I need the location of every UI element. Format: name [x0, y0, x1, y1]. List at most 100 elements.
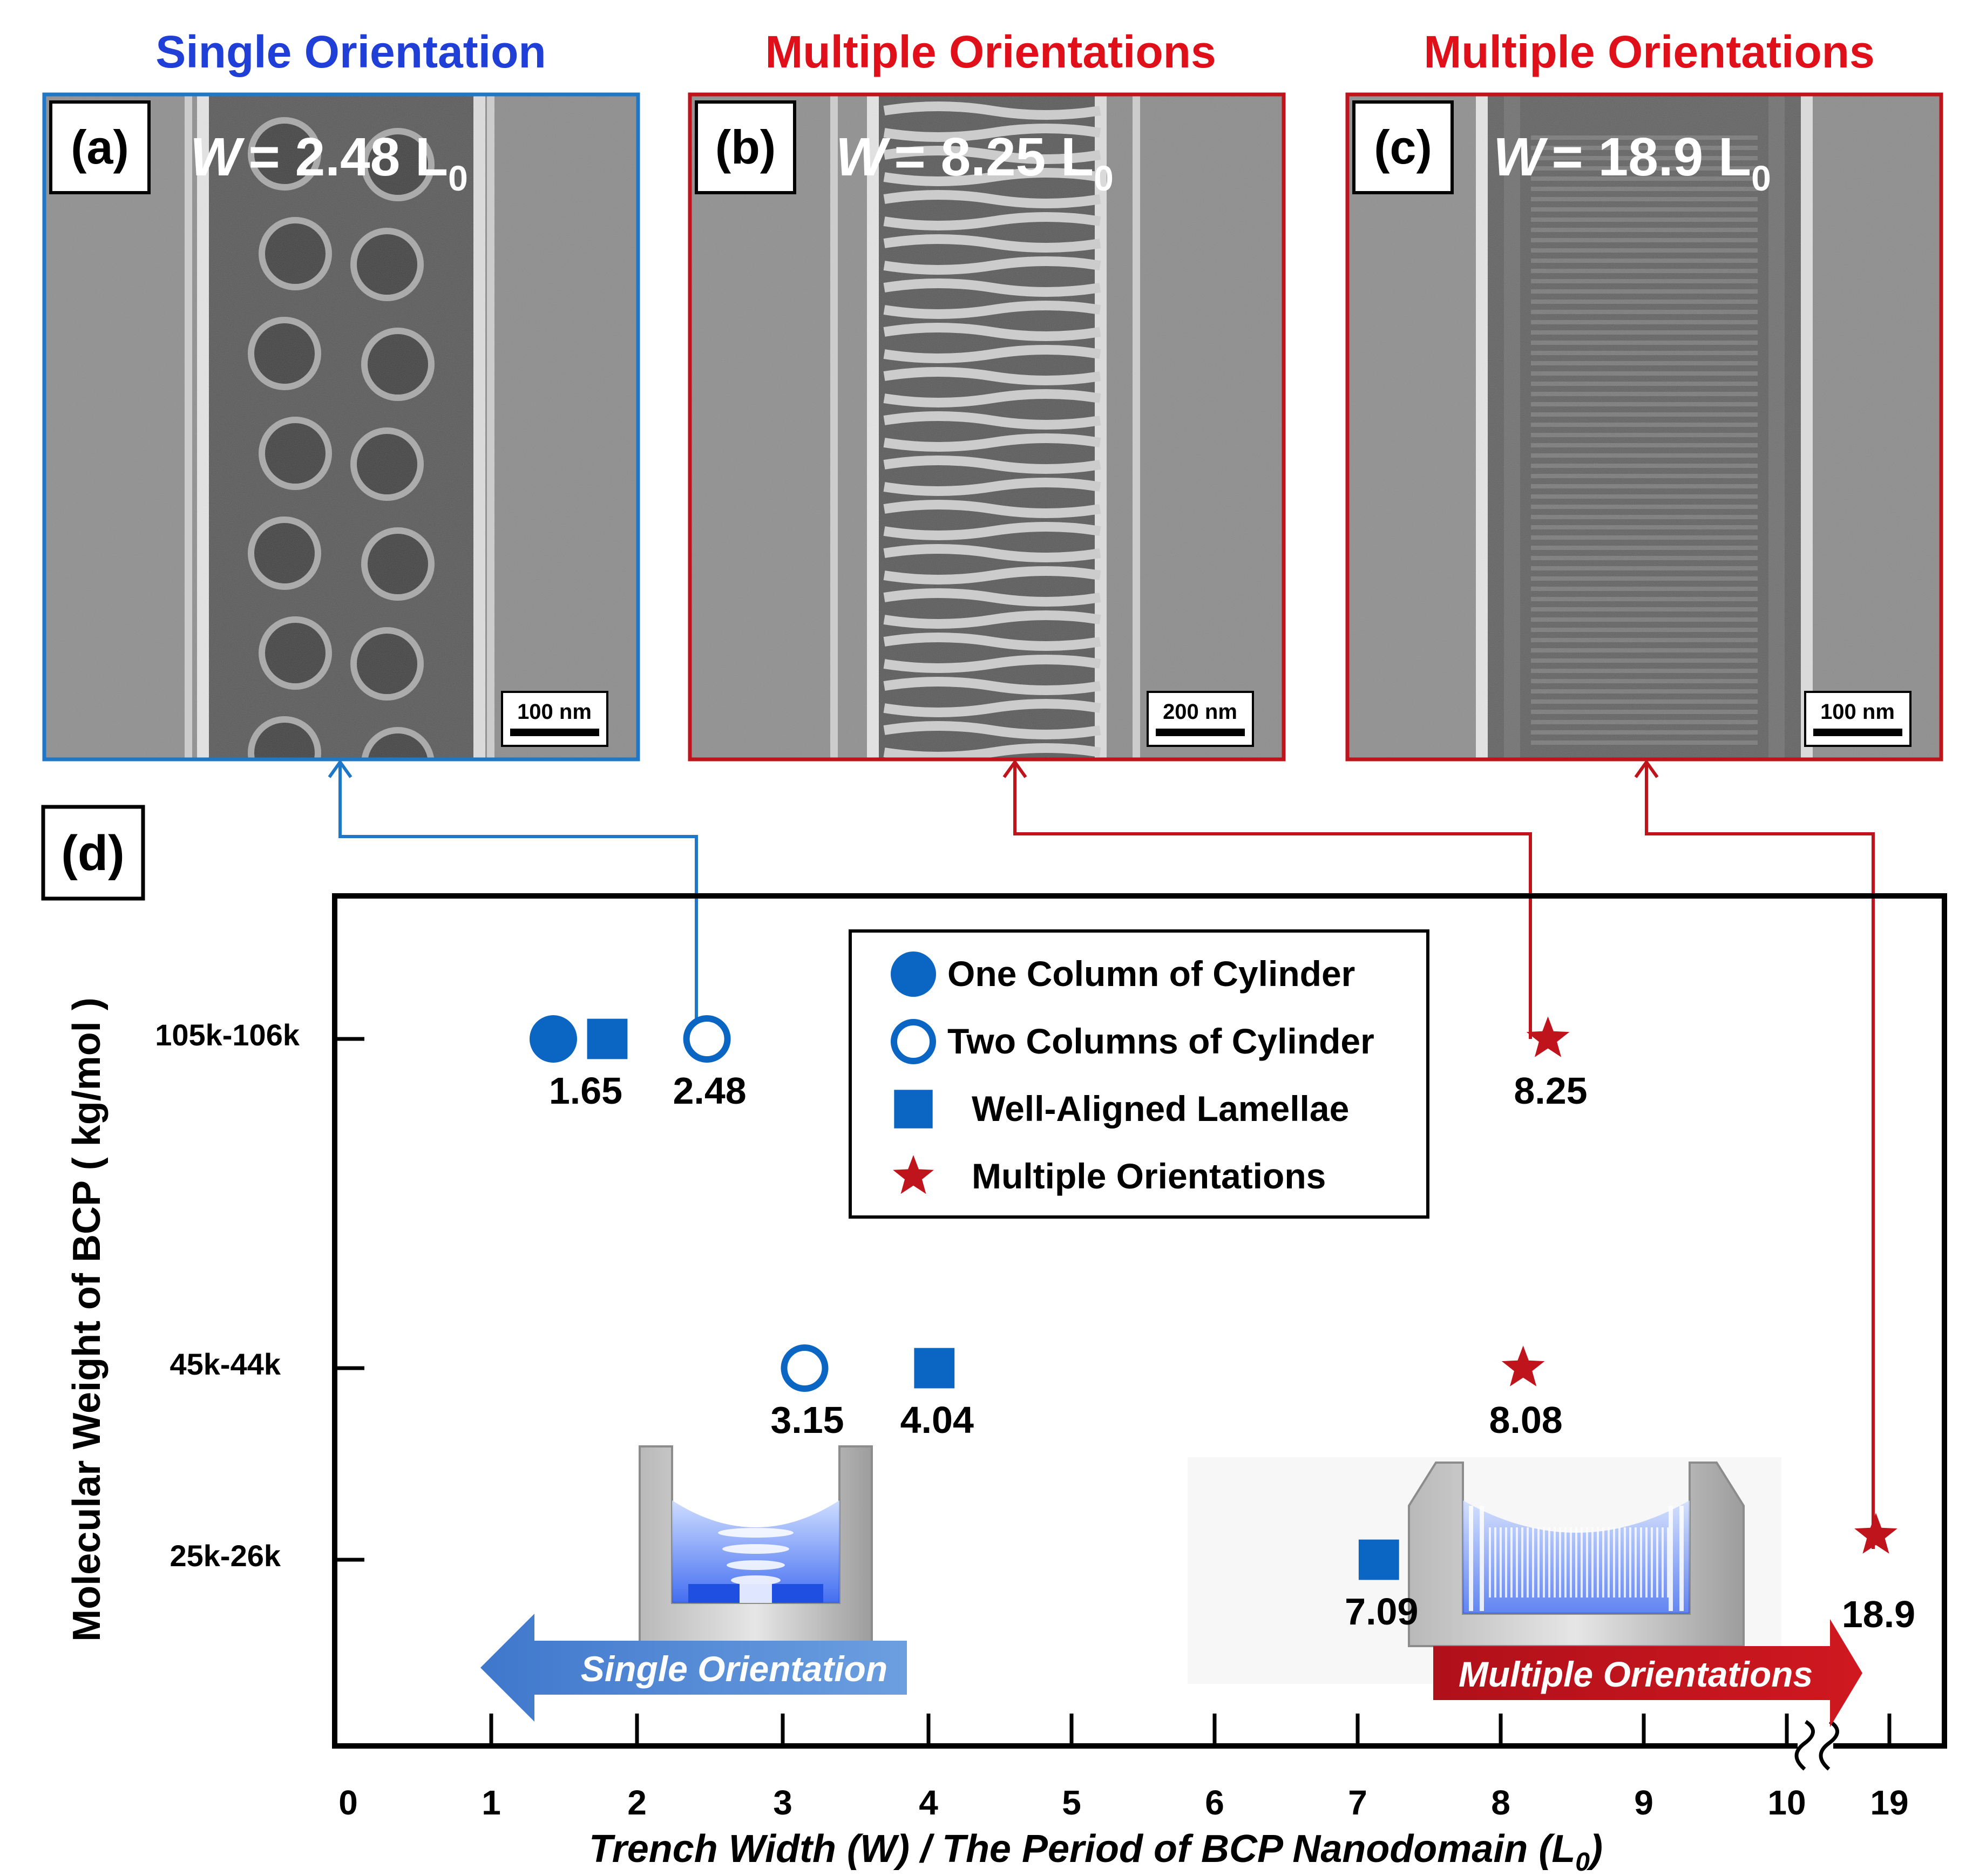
- panel-d-label: (d): [61, 826, 124, 881]
- multiple-orientations-arrow: Multiple Orientations: [1433, 1619, 1862, 1727]
- legend-label: Multiple Orientations: [972, 1156, 1326, 1196]
- connector-a-head: [328, 759, 353, 778]
- scale-bar-box: [1804, 691, 1912, 747]
- y-tick-label: 45k-44k: [170, 1347, 281, 1381]
- x-tick-label: 4: [919, 1783, 938, 1822]
- w-symbol: W: [190, 127, 245, 187]
- data-label: 4.04: [900, 1399, 974, 1441]
- data-point-filled-circle: [530, 1015, 577, 1063]
- connector-lines: [328, 759, 1875, 1549]
- scale-bar-box: [501, 691, 608, 747]
- data-point-star: [1526, 1016, 1570, 1057]
- scale-bar: [1813, 729, 1902, 736]
- panel-d-label-box: (d): [41, 805, 145, 901]
- panel-width-label: W= 8.25 L0: [836, 127, 1114, 198]
- data-point-star: [1854, 1513, 1897, 1554]
- panel-letter: (a): [71, 120, 129, 174]
- scale-bar-label: 100 nm: [1820, 700, 1895, 724]
- sem-panel-c: Multiple Orientations (c) W= 18.9 L0 100 nm: [1345, 26, 1943, 762]
- scale-bar-label: 200 nm: [1163, 700, 1237, 724]
- data-point-square: [1358, 1539, 1399, 1580]
- connector-b: [1013, 764, 1532, 1039]
- x-tick-label: 3: [773, 1783, 792, 1822]
- sem-image: [44, 94, 638, 759]
- single-orientation-arrow-label: Single Orientation: [581, 1649, 887, 1689]
- panel-letter-box: [1352, 100, 1454, 194]
- connector-c-head: [1634, 759, 1659, 778]
- legend-marker-open-circle: [891, 1019, 936, 1064]
- panel-letter-box: [695, 100, 796, 194]
- data-point-open-circle: [683, 1015, 731, 1063]
- data-label: 8.08: [1489, 1399, 1562, 1441]
- legend-box: [849, 929, 1429, 1219]
- axis-break-mark-2: [1819, 1720, 1839, 1771]
- x-axis-title-sub: 0: [1575, 1848, 1590, 1876]
- x-axis-title: Trench Width (W) / The Period of BCP Nan…: [589, 1827, 1603, 1876]
- scale-bar-label: 100 nm: [517, 700, 592, 724]
- w-symbol: W: [1493, 127, 1548, 187]
- w-value: = 18.9 L: [1551, 127, 1751, 187]
- axis-break-gap: [1798, 1732, 1833, 1765]
- panel-heading: Multiple Orientations: [765, 26, 1216, 77]
- panel-border: [1345, 92, 1943, 762]
- data-label: 7.09: [1345, 1590, 1418, 1633]
- panel-border: [688, 92, 1286, 762]
- panel-letter: (b): [715, 120, 776, 174]
- sem-panel-b: Multiple Orientations (b) W= 8.25 L0 200 nm: [688, 26, 1286, 762]
- connector-c: [1645, 764, 1875, 1549]
- data-label: 3.15: [770, 1399, 844, 1441]
- trench-illustration-single: [639, 1445, 873, 1644]
- scale-bar: [1156, 729, 1245, 736]
- panel-heading: Single Orientation: [155, 26, 546, 77]
- sem-image: [690, 94, 1284, 759]
- x-tick-label: 6: [1205, 1783, 1224, 1822]
- data-point-open-circle: [781, 1344, 829, 1392]
- panel-letter: (c): [1374, 120, 1432, 174]
- legend-label: Well-Aligned Lamellae: [972, 1089, 1349, 1129]
- scale-bar-box: [1147, 691, 1254, 747]
- panel-width-label: W= 18.9 L0: [1493, 127, 1771, 198]
- w-value: = 8.25 L: [894, 127, 1094, 187]
- panel-letter-box: [49, 100, 151, 194]
- scale-bar: [510, 729, 599, 736]
- panel-border: [42, 92, 640, 762]
- panel-width-label: W= 2.48 L0: [190, 127, 468, 198]
- connector-b-head: [1002, 759, 1027, 778]
- y-tick-label: 25k-26k: [170, 1539, 281, 1573]
- fine-lamellae-pattern: [1469, 1506, 1684, 1611]
- x-tick-label: 7: [1348, 1783, 1367, 1822]
- x-axis-title-main: Trench Width (W) / The Period of BCP Nan…: [589, 1827, 1575, 1871]
- axis-break-mark-1: [1794, 1720, 1815, 1771]
- w-value: = 2.48 L: [248, 127, 448, 187]
- x-tick-label: 0: [338, 1783, 358, 1822]
- y-axis-title: Molecular Weight of BCP ( kg/mol ): [65, 997, 109, 1641]
- plot-frame: [332, 893, 1947, 1749]
- data-label: 2.48: [673, 1070, 746, 1112]
- legend-marker-star: [893, 1155, 934, 1194]
- w-subscript: 0: [448, 158, 468, 198]
- multiple-orientations-arrow-label: Multiple Orientations: [1459, 1654, 1813, 1694]
- y-tick-label: 105k-106k: [155, 1018, 300, 1052]
- w-subscript: 0: [1751, 158, 1771, 198]
- sem-panel-a: Single Orientation (a) W= 2.48 L0 100 nm: [42, 26, 640, 762]
- x-tick-label: 10: [1767, 1783, 1806, 1822]
- data-label: 1.65: [549, 1070, 622, 1112]
- sem-image: [1347, 94, 1941, 759]
- x-tick-label: 5: [1062, 1783, 1081, 1822]
- legend-label: One Column of Cylinder: [947, 954, 1355, 994]
- data-point-star: [1501, 1345, 1545, 1386]
- x-tick-label: 8: [1491, 1783, 1510, 1822]
- legend-marker-filled-circle: [891, 951, 936, 997]
- x-tick-label: 9: [1634, 1783, 1653, 1822]
- x-tick-label: 2: [627, 1783, 647, 1822]
- panel-heading: Multiple Orientations: [1424, 26, 1874, 77]
- single-orientation-arrow: Single Orientation: [480, 1614, 907, 1722]
- w-subscript: 0: [1094, 158, 1114, 198]
- data-point-square: [587, 1018, 628, 1059]
- connector-a: [338, 764, 698, 1050]
